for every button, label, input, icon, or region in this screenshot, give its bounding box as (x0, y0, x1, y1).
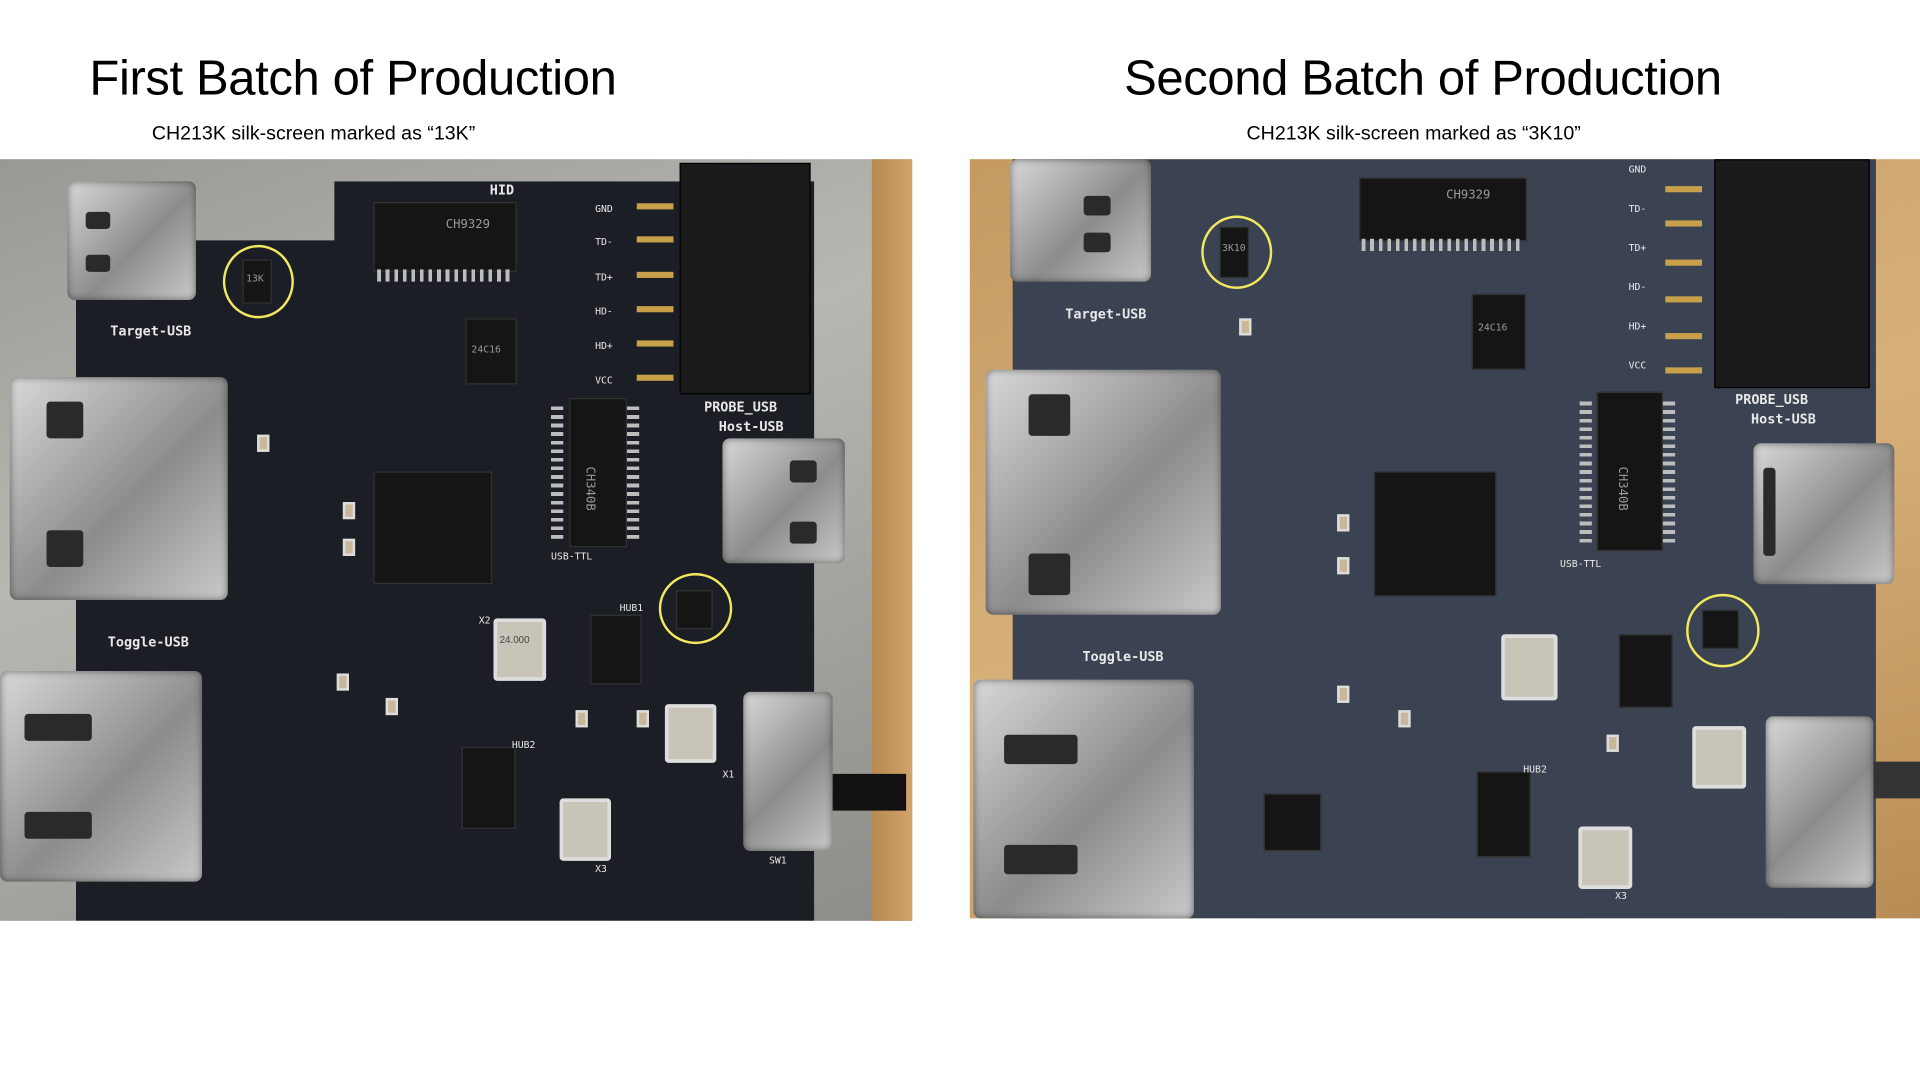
crystal-x3 (1578, 826, 1633, 889)
silk-x3: X3 (1615, 890, 1627, 902)
silk-usb-ttl: USB-TTL (1560, 558, 1602, 570)
silk-hub2: HUB2 (511, 739, 536, 751)
highlight-circle (1686, 593, 1760, 668)
silk-host-usb: Host-USB (1751, 411, 1816, 428)
silk-target-usb: Target-USB (1065, 306, 1147, 323)
hub2-chip (1476, 771, 1531, 858)
switch-lever (1873, 761, 1920, 799)
silk-hub2: HUB2 (1523, 764, 1547, 776)
pin-label: VCC (1628, 360, 1647, 372)
first-batch-title: First Batch of Production (89, 51, 617, 106)
second-batch-subtitle: CH213K silk-screen marked as “3K10” (1246, 123, 1581, 145)
crystal-x2: 24.000 (493, 618, 547, 681)
usb-c-host-port (722, 438, 845, 564)
pin-label: HD- (1628, 281, 1647, 293)
silk-x3: X3 (595, 863, 607, 875)
u18-chip (1263, 793, 1322, 852)
eeprom-chip: 24C16 (465, 318, 517, 385)
second-batch-board-photo: Target-USB 3K10 CH9329 24C16 GND TD- TD+… (969, 159, 1920, 919)
hub1-chip (1618, 634, 1673, 708)
pin-label: HD+ (595, 340, 613, 352)
pin-label: TD- (1628, 203, 1647, 215)
usb-a-port (973, 679, 1194, 919)
pin-label: TD- (595, 236, 613, 248)
ch340b-chip: CH340B (1596, 391, 1663, 552)
silk-host-usb: Host-USB (718, 418, 784, 435)
pin-label: TD+ (595, 271, 613, 283)
ch340b-chip: CH340B (569, 397, 627, 548)
first-batch-subtitle: CH213K silk-screen marked as “13K” (151, 123, 476, 145)
highlight-circle (222, 244, 294, 319)
silk-toggle-usb: Toggle-USB (1082, 648, 1164, 665)
usb-c-target-port (67, 181, 196, 301)
silk-probe-usb: PROBE_USB (704, 399, 778, 416)
silk-sw1: SW1 (768, 854, 787, 866)
ch9329-chip: CH9329 (1359, 177, 1527, 242)
usb-c-host-port (1753, 443, 1895, 585)
switch-sw1 (743, 691, 833, 852)
probe-connector (679, 162, 811, 395)
pin-label: GND (1628, 164, 1647, 176)
highlight-circle (1201, 215, 1273, 289)
highlight-circle (658, 573, 733, 645)
silk-probe-usb: PROBE_USB (1735, 391, 1809, 408)
hub1-chip (590, 614, 642, 685)
crystal-x1 (1692, 726, 1747, 789)
pin-label: HD- (595, 306, 613, 318)
pin-label: GND (595, 203, 613, 215)
first-batch-board-photo: Target-USB 13K HID CH9329 24C16 GND TD- … (0, 159, 913, 921)
hdmi-port (985, 369, 1221, 615)
silk-toggle-usb: Toggle-USB (107, 634, 189, 651)
silk-target-usb: Target-USB (110, 323, 192, 340)
silk-x2: X2 (478, 614, 491, 626)
hdmi-port (9, 377, 228, 601)
crystal-x2 (1501, 634, 1558, 701)
second-batch-title: Second Batch of Production (1124, 51, 1722, 106)
usb-a-port (0, 671, 203, 882)
hub2-chip (461, 746, 516, 829)
ch9329-chip: CH9329 (373, 202, 517, 272)
pin-label: TD+ (1628, 242, 1647, 254)
silk-x1: X1 (722, 768, 735, 781)
eeprom-chip: 24C16 (1471, 293, 1526, 370)
usb-c-target-port (1010, 159, 1152, 282)
qfp-chip (1373, 471, 1497, 597)
crystal-x1 (664, 704, 717, 763)
silk-hub1: HUB1 (619, 602, 644, 614)
pin-label: VCC (595, 374, 613, 386)
pin-label: HD+ (1628, 320, 1647, 332)
probe-connector (1714, 159, 1870, 389)
crystal-x3 (559, 798, 612, 861)
switch-sw1 (1765, 716, 1874, 888)
silk-usb-ttl: USB-TTL (551, 551, 593, 563)
silk-hid: HID (489, 182, 515, 199)
switch-lever (832, 773, 907, 811)
qfp-chip (373, 471, 493, 585)
